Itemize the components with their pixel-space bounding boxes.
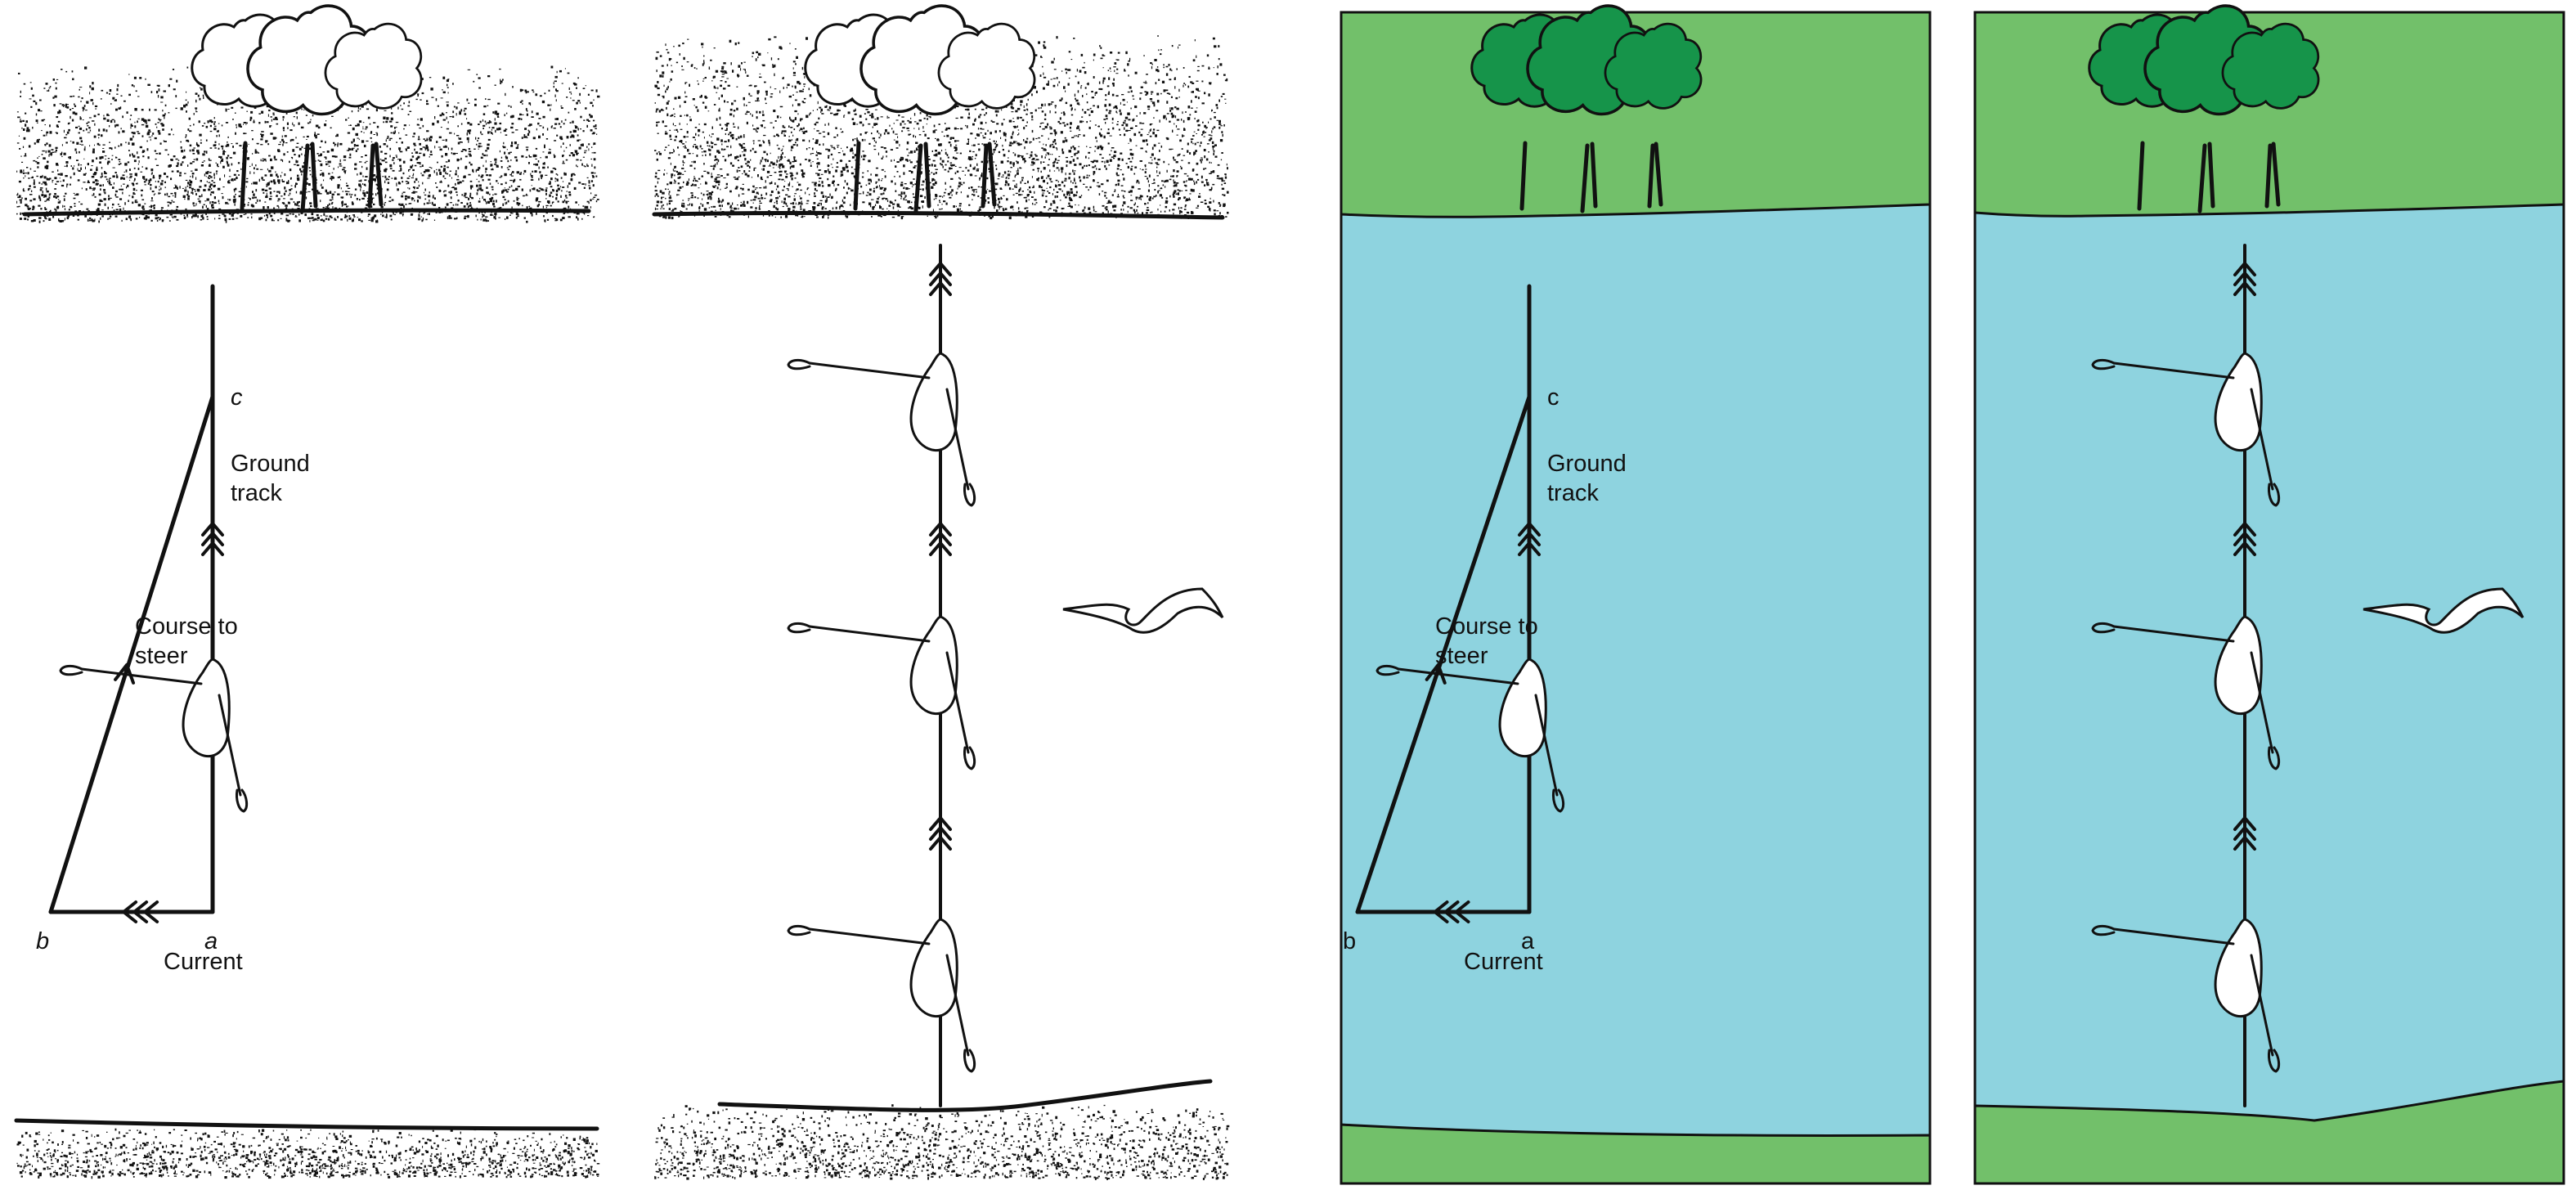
track-arrow-3 <box>2233 816 2256 851</box>
track-arrow-2 <box>929 522 952 556</box>
far-bank-line <box>652 210 1225 220</box>
label-ground-track-1: Ground <box>1547 451 1627 477</box>
dinghy-3 <box>2091 918 2281 1073</box>
trees <box>1470 4 1703 213</box>
label-a: a <box>204 928 218 954</box>
trees <box>804 4 1036 213</box>
label-current: Current <box>1464 949 1543 975</box>
track-arrow-1 <box>929 262 952 296</box>
trees <box>2088 4 2320 213</box>
near-bank <box>1340 1123 1932 1185</box>
trees <box>191 4 423 213</box>
dinghy-1 <box>787 352 976 507</box>
track-arrow-3 <box>929 816 952 851</box>
ground-track-arrow <box>201 522 224 556</box>
near-bank <box>1973 1080 2565 1185</box>
label-c: c <box>231 384 243 411</box>
label-a: a <box>1521 928 1535 954</box>
course-to-steer-line <box>48 394 215 914</box>
near-bank-stipple <box>16 1128 600 1179</box>
dinghy-3 <box>787 918 976 1073</box>
far-bank-line <box>22 208 591 217</box>
course-to-steer-line <box>1355 394 1532 914</box>
label-ground-track-1: Ground <box>231 451 310 477</box>
track-arrow-2 <box>2233 522 2256 556</box>
course-arrow <box>1425 662 1447 685</box>
label-ground-track-2: track <box>231 480 282 506</box>
dinghy <box>59 658 249 813</box>
current-arrow <box>1433 900 1470 923</box>
label-current: Current <box>164 949 243 975</box>
label-b: b <box>36 928 49 954</box>
near-bank-stipple <box>654 1104 1230 1180</box>
label-course-1: Course to <box>1435 613 1538 640</box>
current-direction-arrow <box>1062 587 1224 634</box>
current-direction-arrow <box>2363 587 2524 634</box>
near-bank-line <box>717 1079 1213 1112</box>
current-arrow <box>122 900 159 923</box>
panel-color-boats <box>1973 4 2565 1185</box>
label-course-2: steer <box>135 643 188 669</box>
label-course-2: steer <box>1435 643 1488 669</box>
label-c: c <box>1547 384 1560 411</box>
label-course-1: Course to <box>135 613 238 640</box>
label-ground-track-2: track <box>1547 480 1599 506</box>
dinghy-1 <box>2091 352 2281 507</box>
dinghy <box>1376 658 1565 813</box>
dinghy-2 <box>2091 615 2281 770</box>
track-arrow-1 <box>2233 262 2256 296</box>
ground-track-arrow <box>1518 522 1541 556</box>
label-b: b <box>1343 928 1356 954</box>
dinghy-2 <box>787 615 976 770</box>
panel-bw-boats <box>652 4 1230 1180</box>
near-bank-line <box>14 1118 599 1131</box>
